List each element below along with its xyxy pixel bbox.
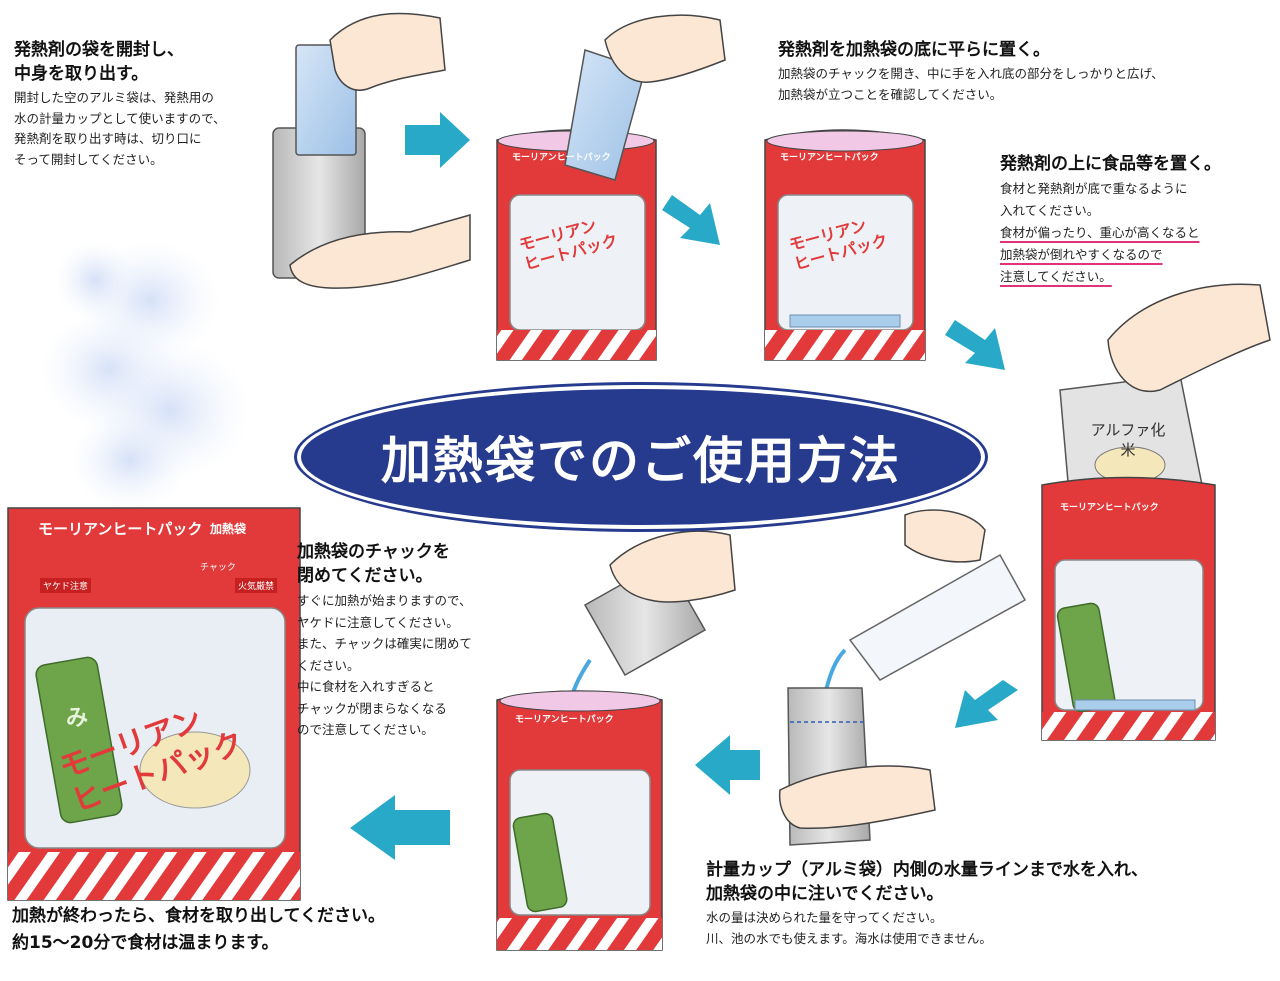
title-badge — [297, 385, 985, 529]
step1-body: 開封した空のアルミ袋は、発熱用の 水の計量カップとして使いますので、 発熱剤を取… — [14, 88, 226, 170]
step2b-pouch-brand: モーリアンヒートパック — [780, 153, 879, 163]
arrow-2 — [662, 195, 720, 245]
step5-text: 加熱袋のチャックを 閉めてください。 すぐに加熱が始まりますので、 ヤケドに注意… — [297, 540, 472, 741]
step5-heading-line: 閉めてください。 — [297, 566, 433, 586]
step3-illustration — [1041, 283, 1271, 741]
step6-heading-line: 加熱が終わったら、食材を取り出してください。 — [12, 906, 385, 926]
step5-heading-line: 加熱袋のチャックを — [297, 542, 450, 562]
step2b-illustration — [764, 129, 926, 361]
step6-illustration — [7, 507, 301, 901]
step5-body: すぐに加熱が始まりますので、 ヤケドに注意してください。 また、チャックは確実に… — [297, 590, 472, 741]
step2-heading: 発熱剤を加熱袋の底に平らに置く。 — [778, 38, 1164, 62]
step1-heading-line: 発熱剤の袋を開封し、 — [14, 40, 184, 60]
step3-warning-line: 食材が偏ったり、重心が高くなると — [1000, 225, 1200, 240]
arrow-4 — [955, 680, 1018, 728]
arrow-5 — [695, 735, 760, 795]
step3-body-line: 食材と発熱剤が底で重なるように — [1000, 181, 1188, 196]
step2-body: 加熱袋のチャックを開き、中に手を入れ底の部分をしっかりと広げ、 加熱袋が立つこと… — [778, 64, 1164, 105]
step6-warn-right: 火気厳禁 — [235, 578, 278, 593]
step6-can-label: み — [66, 706, 89, 731]
step5-body-line: ください。 — [297, 657, 360, 673]
step2-heading-line: 発熱剤を加熱袋の底に平らに置く。 — [778, 40, 1050, 60]
step1-body-line: 水の計量カップとして使いますので、 — [14, 110, 226, 126]
step4-body-line: 水の量は決められた量を守ってください。 — [706, 910, 943, 925]
step1-text: 発熱剤の袋を開封し、 中身を取り出す。 開封した空のアルミ袋は、発熱用の 水の計… — [14, 38, 226, 170]
step5-illustration — [496, 530, 736, 951]
step4-heading: 計量カップ（アルミ袋）内側の水量ラインまで水を入れ、 加熱袋の中に注いでください… — [706, 858, 1148, 906]
step4-body: 水の量は決められた量を守ってください。 川、池の水でも使えます。海水は使用できま… — [706, 908, 1148, 949]
step3-pouch-brand: モーリアンヒートパック — [1060, 503, 1159, 513]
page-title: 加熱袋でのご使用方法 — [381, 432, 901, 490]
arrow-3 — [945, 320, 1005, 370]
arrow-6 — [350, 795, 450, 860]
step6-zip-label: チャック — [200, 563, 236, 573]
step3-warning-line: 注意してください。 — [1000, 269, 1112, 284]
step5-body-line: チャックが閉まらなくなる — [297, 700, 447, 716]
step2-text: 発熱剤を加熱袋の底に平らに置く。 加熱袋のチャックを開き、中に手を入れ底の部分を… — [778, 38, 1164, 105]
rice-pack-line1: アルファ化 — [1090, 421, 1166, 439]
step2-body-line: 加熱袋が立つことを確認してください。 — [778, 86, 1003, 102]
step3-heading-line: 発熱剤の上に食品等を置く。 — [1000, 154, 1221, 174]
step4-illustration — [778, 509, 1027, 846]
step5-body-line: ので注意してください。 — [297, 722, 434, 737]
step3-body: 食材と発熱剤が底で重なるように 入れてください。 食材が偏ったり、重心が高くなる… — [1000, 178, 1221, 288]
step3-text: 発熱剤の上に食品等を置く。 食材と発熱剤が底で重なるように 入れてください。 食… — [1000, 152, 1221, 288]
step3-warning-line: 加熱袋が倒れやすくなるので — [1000, 247, 1163, 262]
arrow-1 — [405, 112, 470, 168]
step1-body-line: そって開封してください。 — [14, 151, 163, 167]
step6-heading: 加熱が終わったら、食材を取り出してください。 約15～20分で食材は温まります。 — [12, 903, 385, 957]
step2-pouch-brand: モーリアンヒートパック — [512, 153, 611, 163]
step3-body-line: 入れてください。 — [1000, 203, 1100, 218]
step6-text: 加熱が終わったら、食材を取り出してください。 約15～20分で食材は温まります。 — [12, 903, 385, 957]
step1-body-line: 開封した空のアルミ袋は、発熱用の — [14, 90, 214, 105]
step1-illustration — [272, 12, 471, 289]
step5-pouch-brand: モーリアンヒートパック — [515, 715, 614, 725]
step2-body-line: 加熱袋のチャックを開き、中に手を入れ底の部分をしっかりと広げ、 — [778, 66, 1164, 81]
step1-heading: 発熱剤の袋を開封し、 中身を取り出す。 — [14, 38, 226, 86]
step4-heading-line: 加熱袋の中に注いでください。 — [706, 884, 944, 904]
step2-illustration — [496, 14, 726, 361]
step5-heading: 加熱袋のチャックを 閉めてください。 — [297, 540, 472, 588]
rice-pack-label: アルファ化 米 — [1078, 420, 1178, 460]
step1-heading-line: 中身を取り出す。 — [14, 64, 149, 84]
step3-heading: 発熱剤の上に食品等を置く。 — [1000, 152, 1221, 176]
step4-heading-line: 計量カップ（アルミ袋）内側の水量ラインまで水を入れ、 — [706, 860, 1148, 880]
step6-pouch-brand: モーリアンヒートパック — [38, 520, 203, 538]
step6-pouch-type: 加熱袋 — [210, 522, 247, 536]
steam-cloud — [40, 240, 250, 510]
step4-body-line: 川、池の水でも使えます。海水は使用できません。 — [706, 930, 992, 946]
step5-body-line: また、チャックは確実に閉めて — [297, 636, 472, 651]
step6-warn-left: ヤケド注意 — [40, 578, 92, 593]
step5-body-line: すぐに加熱が始まりますので、 — [297, 593, 472, 608]
step5-body-line: ヤケドに注意してください。 — [297, 614, 459, 630]
step6-heading-line: 約15～20分で食材は温まります。 — [12, 933, 279, 953]
step5-body-line: 中に食材を入れすぎると — [297, 679, 435, 694]
rice-pack-line2: 米 — [1120, 441, 1136, 459]
step4-text: 計量カップ（アルミ袋）内側の水量ラインまで水を入れ、 加熱袋の中に注いでください… — [706, 858, 1148, 949]
flow-arrows — [350, 112, 1018, 860]
step1-body-line: 発熱剤を取り出す時は、切り口に — [14, 131, 202, 146]
